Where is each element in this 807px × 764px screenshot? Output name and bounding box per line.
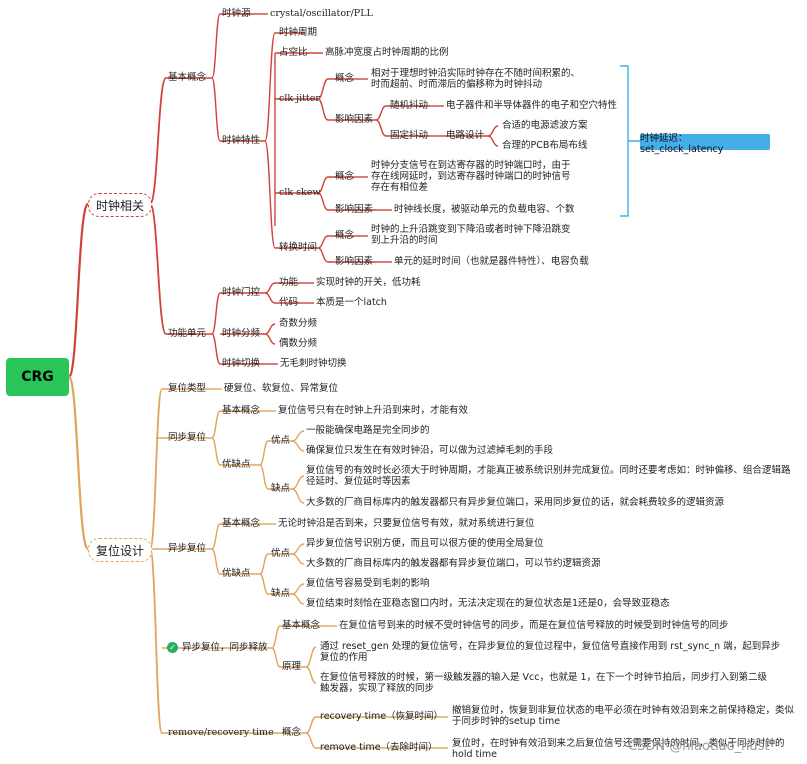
node-skew-factors[interactable]: 影响因素 — [335, 204, 374, 215]
root-node[interactable]: CRG — [6, 358, 69, 396]
node-clock-period[interactable]: 时钟周期 — [279, 27, 318, 38]
node-clock-switch-desc[interactable]: 无毛刺时钟切换 — [280, 358, 347, 369]
node-sync-reset[interactable]: 同步复位 — [168, 432, 207, 443]
node-removal-time[interactable]: remove time（去除时间） — [320, 742, 438, 753]
node-power-filter[interactable]: 合适的电源滤波方案 — [502, 120, 588, 131]
node-gating-function-desc[interactable]: 实现时钟的开关，低功耗 — [316, 277, 421, 288]
node-sync-pro2[interactable]: 确保复位只发生在有效时钟沿，可以做为过滤掉毛刺的手段 — [306, 445, 554, 456]
node-gating-code-desc[interactable]: 本质是一个latch — [316, 297, 387, 308]
node-duty-cycle-desc[interactable]: 高脉冲宽度占时钟周期的比例 — [325, 47, 449, 58]
node-async-pros[interactable]: 优点 — [271, 548, 291, 559]
node-clock-characteristics[interactable]: 时钟特性 — [222, 135, 261, 146]
node-skew-concept[interactable]: 概念 — [335, 171, 355, 182]
node-arsr-basic-desc[interactable]: 在复位信号到来的时候不受时钟信号的同步，而是在复位信号释放的时候受到时钟信号的同… — [339, 620, 729, 631]
node-even-divider[interactable]: 偶数分频 — [279, 338, 318, 349]
node-circuit-design[interactable]: 电路设计 — [446, 130, 485, 141]
node-skew-concept-desc[interactable]: 时钟分支信号在到达寄存器的时钟端口时，由于存在线网延时，到达寄存器时钟端口的时钟… — [371, 160, 571, 193]
node-random-jitter-desc[interactable]: 电子器件和半导体器件的电子和空穴特性 — [446, 100, 618, 111]
node-skew-factors-desc[interactable]: 时钟线长度，被驱动单元的负载电容、个数 — [394, 204, 575, 215]
node-transition-time[interactable]: 转换时间 — [279, 242, 318, 253]
node-transition-factors[interactable]: 影响因素 — [335, 256, 374, 267]
node-jitter-concept-desc[interactable]: 相对于理想时钟沿实际时钟存在不随时间积累的、时而超前、时而滞后的偏移称为时钟抖动 — [371, 68, 581, 90]
node-sync-proscons[interactable]: 优缺点 — [222, 459, 251, 470]
watermark: CSDN @hiaotiao_hust — [628, 739, 770, 754]
node-sync-cons[interactable]: 缺点 — [271, 483, 291, 494]
node-reset-types-desc[interactable]: 硬复位、软复位、异常复位 — [224, 383, 339, 394]
node-async-proscons[interactable]: 优缺点 — [222, 568, 251, 579]
node-async-con1[interactable]: 复位信号容易受到毛刺的影响 — [306, 578, 430, 589]
node-clock-switch[interactable]: 时钟切换 — [222, 358, 261, 369]
node-removal-recovery[interactable]: remove/recovery time — [168, 727, 274, 738]
node-async-reset[interactable]: 异步复位 — [168, 543, 207, 554]
node-arsr-principle[interactable]: 原理 — [282, 661, 302, 672]
node-async-reset-sync-release[interactable]: 异步复位，同步释放 — [182, 642, 268, 653]
node-async-basic-desc[interactable]: 无论时钟沿是否到来，只要复位信号有效，就对系统进行复位 — [278, 518, 535, 529]
node-transition-concept[interactable]: 概念 — [335, 230, 355, 241]
node-async-pro1[interactable]: 异步复位信号识别方便，而且可以很方便的使用全局复位 — [306, 538, 544, 549]
node-functional-units[interactable]: 功能单元 — [168, 328, 207, 339]
node-odd-divider[interactable]: 奇数分频 — [279, 318, 318, 329]
node-random-jitter[interactable]: 随机抖动 — [390, 100, 429, 111]
node-sync-pro1[interactable]: 一般能确保电路是完全同步的 — [306, 425, 430, 436]
node-arsr-principle-1[interactable]: 通过 reset_gen 处理的复位信号，在异步复位的复位过程中，复位信号直接作… — [320, 641, 781, 663]
node-clock-divider[interactable]: 时钟分频 — [222, 328, 261, 339]
node-clock-source[interactable]: 时钟源 — [222, 8, 251, 19]
node-recovery-time[interactable]: recovery time（恢复时间） — [320, 711, 444, 722]
node-gating-function[interactable]: 功能 — [279, 277, 299, 288]
node-sync-pros[interactable]: 优点 — [271, 435, 291, 446]
node-async-cons[interactable]: 缺点 — [271, 588, 291, 599]
node-removal-time-desc[interactable]: 复位时，在时钟有效沿到来之后复位信号还需要保持的时间，类似于同步时钟的hold … — [452, 738, 785, 760]
node-arsr-principle-2[interactable]: 在复位信号释放的时候，第一级触发器的输入是 Vcc，也就是 1，在下一个时钟节拍… — [320, 672, 768, 694]
node-arsr-basic[interactable]: 基本概念 — [282, 620, 321, 631]
node-duty-cycle[interactable]: 占空比 — [279, 47, 308, 58]
node-gating-code[interactable]: 代码 — [279, 297, 299, 308]
node-clock-source-value[interactable]: crystal/oscillator/PLL — [270, 8, 373, 19]
node-sync-con1[interactable]: 复位信号的有效时长必须大于时钟周期，才能真正被系统识别并完成复位。同时还要考虑如… — [306, 465, 791, 487]
category-reset[interactable]: 复位设计 — [88, 538, 152, 562]
node-async-con2[interactable]: 复位结束时刻恰在亚稳态窗口内时，无法决定现在的复位状态是1还是0，会导致亚稳态 — [306, 598, 670, 609]
node-transition-factors-desc[interactable]: 单元的延时时间（也就是器件特性）、电容负载 — [394, 256, 589, 267]
node-clk-jitter[interactable]: clk jitter — [279, 93, 320, 104]
check-icon: ✓ — [167, 642, 178, 653]
node-async-basic[interactable]: 基本概念 — [222, 518, 261, 529]
node-basic-concept[interactable]: 基本概念 — [168, 72, 207, 83]
callout-clock-latency[interactable]: 时钟延迟：set_clock_latency — [640, 133, 770, 155]
node-clock-gating[interactable]: 时钟门控 — [222, 287, 261, 298]
node-async-pro2[interactable]: 大多数的厂商目标库内的触发器都有异步复位端口，可以节约逻辑资源 — [306, 558, 601, 569]
node-sync-basic[interactable]: 基本概念 — [222, 405, 261, 416]
node-rr-concept[interactable]: 概念 — [282, 727, 302, 738]
node-reset-types[interactable]: 复位类型 — [168, 383, 207, 394]
node-sync-basic-desc[interactable]: 复位信号只有在时钟上升沿到来时，才能有效 — [278, 405, 469, 416]
node-pcb-layout[interactable]: 合理的PCB布局布线 — [502, 140, 588, 151]
node-sync-con2[interactable]: 大多数的厂商目标库内的触发器都只有异步复位端口，采用同步复位的话，就会耗费较多的… — [306, 497, 725, 508]
node-recovery-time-desc[interactable]: 撤销复位时，恢复到非复位状态的电平必须在时钟有效沿到来之前保持稳定，类似于同步时… — [452, 705, 795, 727]
node-jitter-concept[interactable]: 概念 — [335, 73, 355, 84]
category-clock[interactable]: 时钟相关 — [88, 193, 152, 217]
node-transition-concept-desc[interactable]: 时钟的上升沿跳变到下降沿或者时钟下降沿跳变到上升沿的时间 — [371, 224, 571, 246]
node-clk-skew[interactable]: clk skew — [279, 187, 321, 198]
node-fixed-jitter[interactable]: 固定抖动 — [390, 130, 429, 141]
node-jitter-factors[interactable]: 影响因素 — [335, 114, 374, 125]
